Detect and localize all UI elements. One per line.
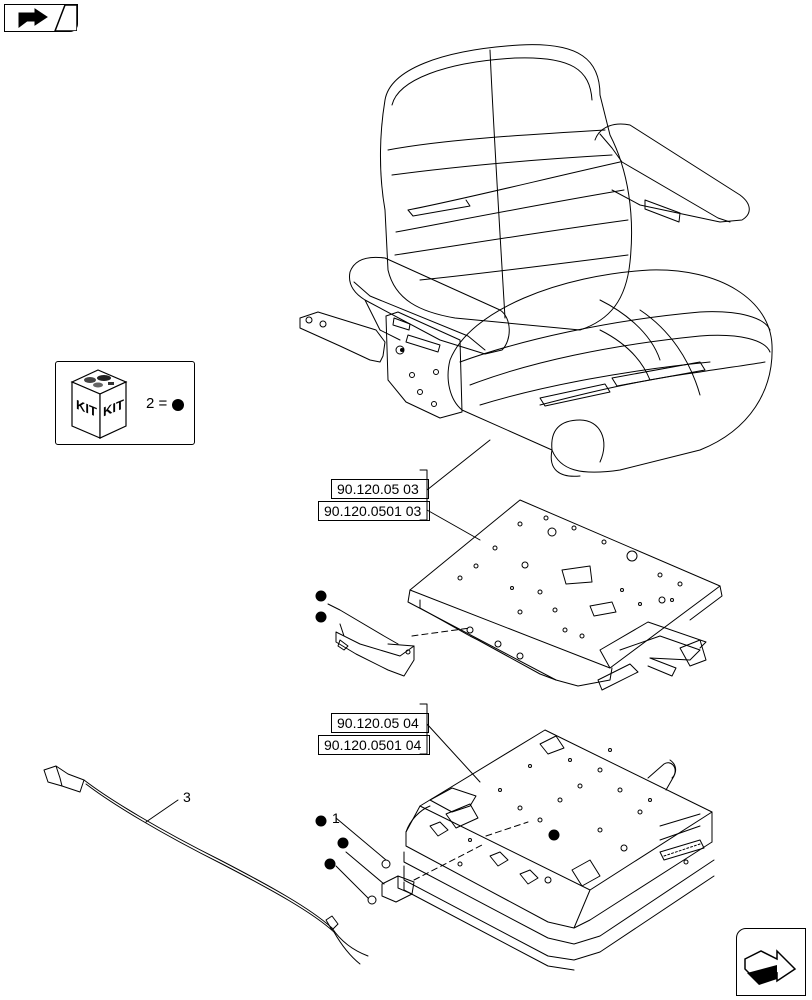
- reference-label: 90.120.05 03: [337, 481, 419, 497]
- kit-dot-icon: [172, 399, 184, 411]
- reference-label: 90.120.0501 03: [324, 503, 422, 519]
- suspension-base: [403, 729, 715, 971]
- kit-box-icon: KIT KIT: [70, 369, 128, 439]
- upper-slide-plate: [407, 499, 723, 691]
- seat-switch: [335, 817, 485, 905]
- item-callout-3: 3: [183, 789, 191, 805]
- reference-label: 90.120.0501 04: [324, 737, 422, 753]
- reference-label: 90.120.05 04: [337, 715, 419, 731]
- handle-bracket: [327, 603, 471, 677]
- kit-equation: 2 =: [146, 395, 168, 412]
- previous-page-arrow-icon: [18, 4, 78, 32]
- wiring-harness: [43, 765, 369, 965]
- reference-link[interactable]: 90.120.0501 04: [318, 735, 430, 755]
- reference-link[interactable]: 90.120.05 04: [331, 713, 429, 733]
- reference-link[interactable]: 90.120.05 03: [331, 479, 429, 499]
- kit-legend-panel: KIT KIT 2 =: [55, 361, 195, 445]
- kit-markers: [315, 590, 560, 870]
- previous-page-button[interactable]: [4, 4, 78, 32]
- next-page-arrow-icon: [744, 949, 797, 985]
- seat-assembly: [299, 44, 773, 477]
- next-page-button[interactable]: [736, 928, 806, 996]
- reference-link[interactable]: 90.120.0501 03: [318, 501, 430, 521]
